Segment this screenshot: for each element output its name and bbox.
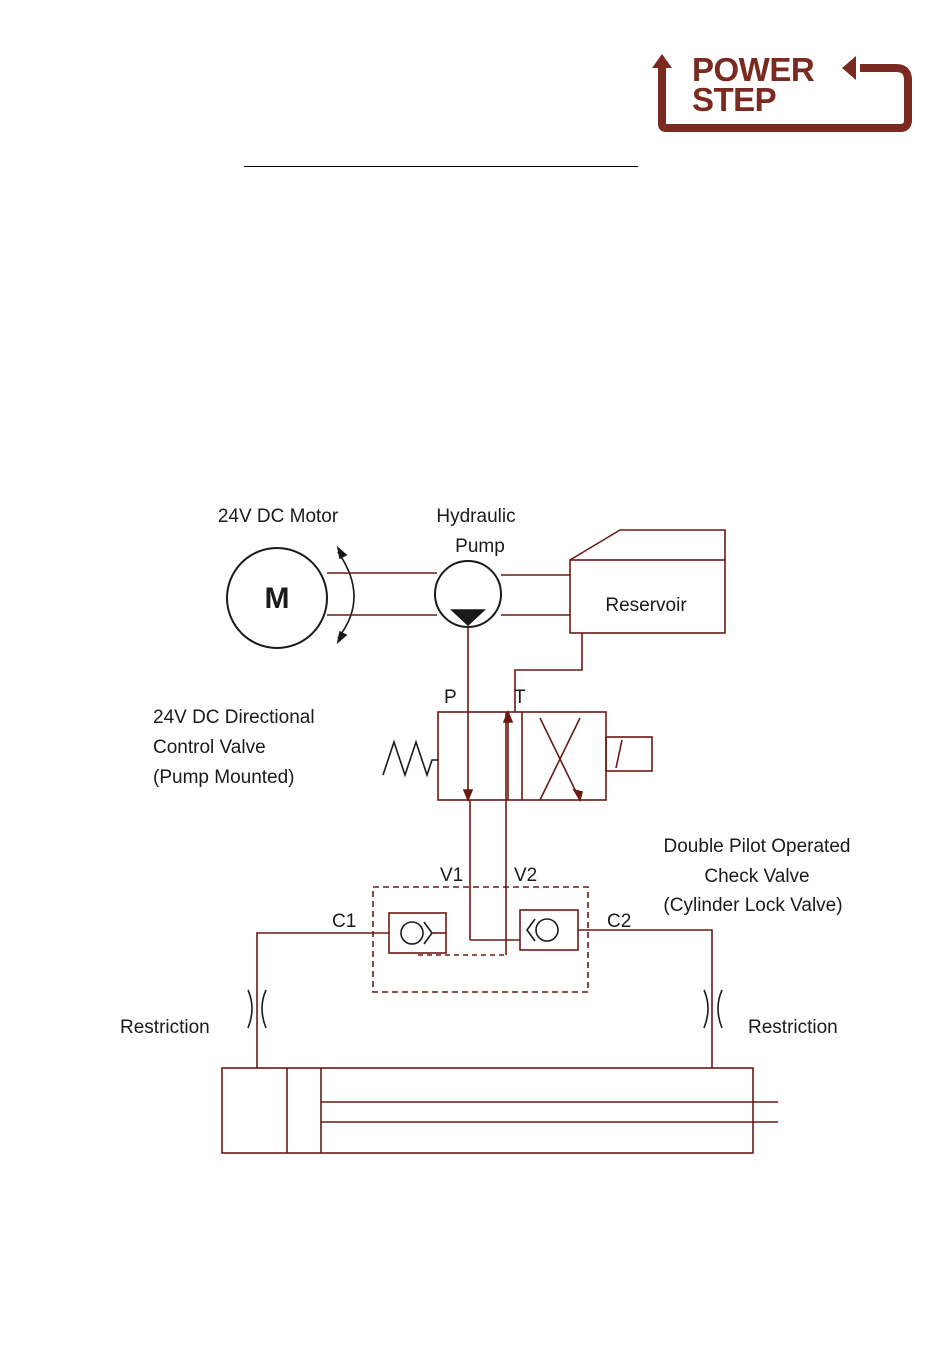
- line-c1: [257, 933, 389, 1068]
- port-p-label: P: [444, 687, 457, 708]
- pump-label-line2: Pump: [455, 536, 505, 557]
- pump-label-line1: Hydraulic: [436, 506, 515, 527]
- check-valve-label-line1: Double Pilot Operated: [664, 836, 851, 857]
- motor-symbol: M: [265, 582, 290, 615]
- reservoir-lid: [570, 530, 725, 560]
- restriction-left-icon: [248, 990, 252, 1028]
- pump-triangle-icon: [452, 610, 484, 625]
- reservoir-label: Reservoir: [605, 595, 687, 616]
- check-valve-label-line2: Check Valve: [704, 866, 809, 887]
- spring-icon: [383, 742, 438, 775]
- directional-valve-label-line3: (Pump Mounted): [153, 767, 295, 788]
- check-valve-label-line3: (Cylinder Lock Valve): [663, 895, 842, 916]
- directional-valve-label-line1: 24V DC Directional: [153, 707, 315, 728]
- solenoid-box: [606, 737, 652, 771]
- check-ball-left-icon: [401, 922, 423, 944]
- port-v2-label: V2: [514, 865, 537, 886]
- check-valve-right: [520, 910, 578, 950]
- directional-valve-label-line2: Control Valve: [153, 737, 266, 758]
- check-ball-right-icon: [536, 919, 558, 941]
- motor-rotation-arrow: [338, 552, 354, 638]
- port-t-label: T: [514, 687, 526, 708]
- hydraulic-cylinder: [222, 1068, 753, 1153]
- solenoid-icon: [616, 740, 622, 768]
- restriction-left-label: Restriction: [120, 1017, 210, 1038]
- line-c2: [578, 930, 712, 1068]
- port-c2-label: C2: [607, 911, 631, 932]
- restriction-right-label: Restriction: [748, 1017, 838, 1038]
- motor-label: 24V DC Motor: [218, 506, 339, 527]
- restriction-right-icon: [704, 990, 708, 1028]
- port-v1-label: V1: [440, 865, 463, 886]
- port-c1-label: C1: [332, 911, 356, 932]
